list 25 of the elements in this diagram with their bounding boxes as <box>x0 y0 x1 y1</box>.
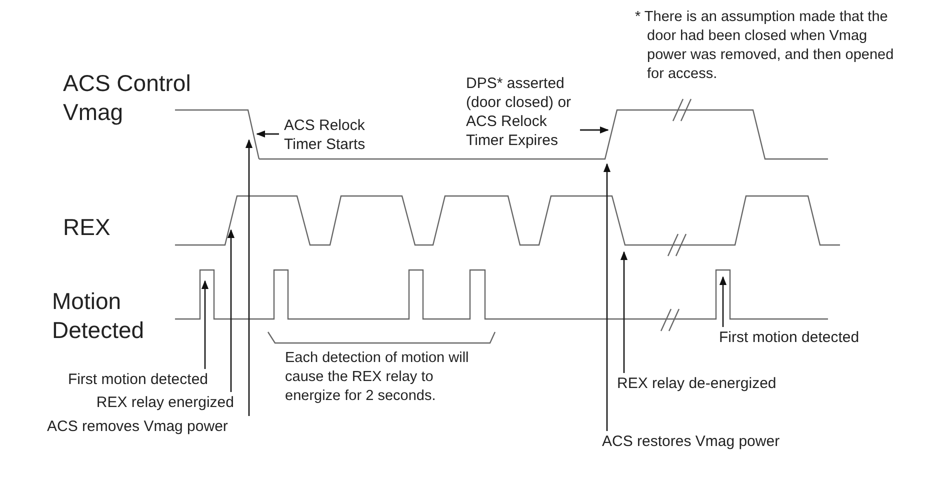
callout-text: REX relay de-energized <box>617 374 776 393</box>
callout-text: ACS Relock Timer Starts <box>284 116 384 154</box>
waveform <box>175 109 260 160</box>
leader-arrow <box>256 130 279 138</box>
note: Each detection of motion will cause the REX relay to energize for 2 seconds. <box>285 349 470 406</box>
callout-text: First motion detected <box>68 370 208 389</box>
leader-arrow <box>245 139 253 416</box>
callout-text: ACS restores Vmag power <box>602 432 780 451</box>
leader-arrow <box>603 163 611 431</box>
leader-arrow <box>719 276 727 327</box>
leader-arrow <box>227 229 235 392</box>
leader-arrow <box>580 126 609 134</box>
callout-text: REX relay energized <box>96 393 234 412</box>
callout-text: ACS removes Vmag power <box>47 417 228 436</box>
footnote: * There is an assumption made that the door had been closed when Vmag power was removed, and then opened for access. <box>635 8 895 84</box>
signal-name: REX <box>63 213 112 242</box>
callout-text: DPS* asserted (door closed) or ACS Relock Timer Expires <box>466 74 578 150</box>
signal-name: ACS Control Vmag <box>63 69 192 127</box>
waveform <box>175 195 840 246</box>
waveform <box>259 109 828 160</box>
waveform <box>175 269 828 320</box>
leader-arrow <box>201 280 209 369</box>
callout-text: First motion detected <box>719 328 860 347</box>
signal-name: Motion Detected <box>52 287 146 345</box>
leader-arrow <box>620 251 628 373</box>
